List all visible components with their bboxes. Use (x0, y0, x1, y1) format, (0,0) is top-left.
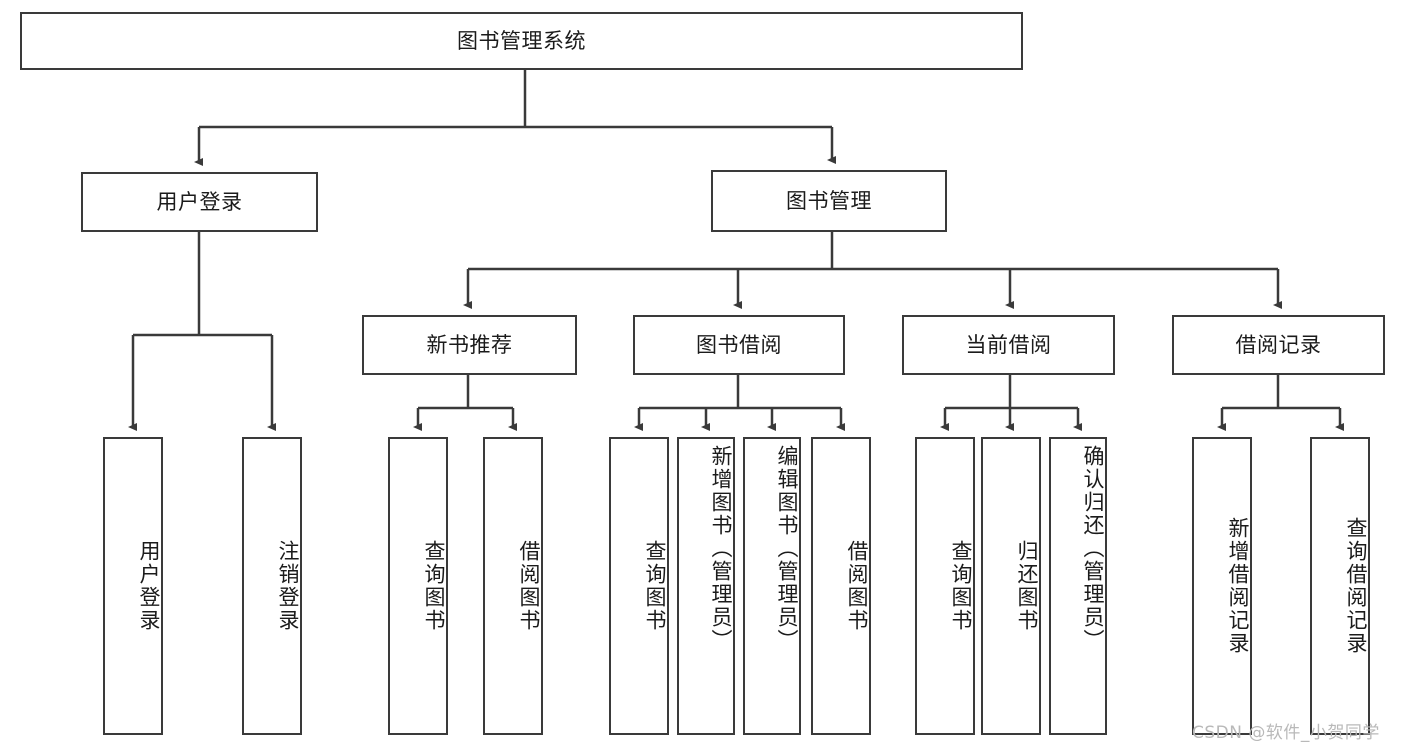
leaf-query-book-recommend[interactable]: 查询图书 (388, 437, 448, 735)
node-book-management-system[interactable]: 图书管理系统 (20, 12, 1023, 70)
node-label: 新增借阅记录 (1226, 517, 1250, 655)
node-label: 图书管理系统 (457, 28, 586, 53)
node-label: 新增图书（管理员） (709, 445, 733, 652)
node-label: 查询图书 (949, 540, 973, 632)
leaf-return-book[interactable]: 归还图书 (981, 437, 1041, 735)
node-label: 当前借阅 (965, 332, 1052, 357)
node-label: 借阅记录 (1235, 332, 1322, 357)
leaf-confirm-return[interactable]: 确认归还（管理员） (1049, 437, 1107, 735)
leaf-add-book[interactable]: 新增图书（管理员） (677, 437, 735, 735)
leaf-logout-login[interactable]: 注销登录 (242, 437, 302, 735)
node-label: 图书管理 (786, 188, 872, 213)
leaf-query-borrow-record[interactable]: 查询借阅记录 (1310, 437, 1370, 735)
node-label: 新书推荐 (426, 332, 513, 357)
leaf-borrow-book-borrow[interactable]: 借阅图书 (811, 437, 871, 735)
node-book-borrow[interactable]: 图书借阅 (633, 315, 845, 375)
node-label: 借阅图书 (517, 540, 541, 632)
node-borrow-record[interactable]: 借阅记录 (1172, 315, 1385, 375)
node-label: 图书借阅 (696, 332, 782, 357)
node-label: 编辑图书（管理员） (775, 445, 799, 652)
node-label: 查询图书 (643, 540, 667, 632)
node-label: 归还图书 (1015, 540, 1039, 632)
csdn-watermark: CSDN @软件_小贺同学 (1192, 723, 1380, 743)
node-label: 注销登录 (276, 540, 300, 632)
leaf-edit-book[interactable]: 编辑图书（管理员） (743, 437, 801, 735)
leaf-borrow-book-recommend[interactable]: 借阅图书 (483, 437, 543, 735)
node-label: 用户登录 (137, 540, 161, 632)
node-label: 查询图书 (422, 540, 446, 632)
leaf-query-book-current[interactable]: 查询图书 (915, 437, 975, 735)
node-label: 用户登录 (156, 189, 243, 214)
leaf-user-login[interactable]: 用户登录 (103, 437, 163, 735)
node-label: 查询借阅记录 (1344, 517, 1368, 655)
node-book-management[interactable]: 图书管理 (711, 170, 947, 232)
leaf-add-borrow-record[interactable]: 新增借阅记录 (1192, 437, 1252, 735)
leaf-query-book-borrow[interactable]: 查询图书 (609, 437, 669, 735)
node-label: 确认归还（管理员） (1081, 445, 1105, 652)
node-current-borrow[interactable]: 当前借阅 (902, 315, 1115, 375)
node-user-login[interactable]: 用户登录 (81, 172, 318, 232)
node-label: 借阅图书 (845, 540, 869, 632)
node-new-book-recommend[interactable]: 新书推荐 (362, 315, 577, 375)
